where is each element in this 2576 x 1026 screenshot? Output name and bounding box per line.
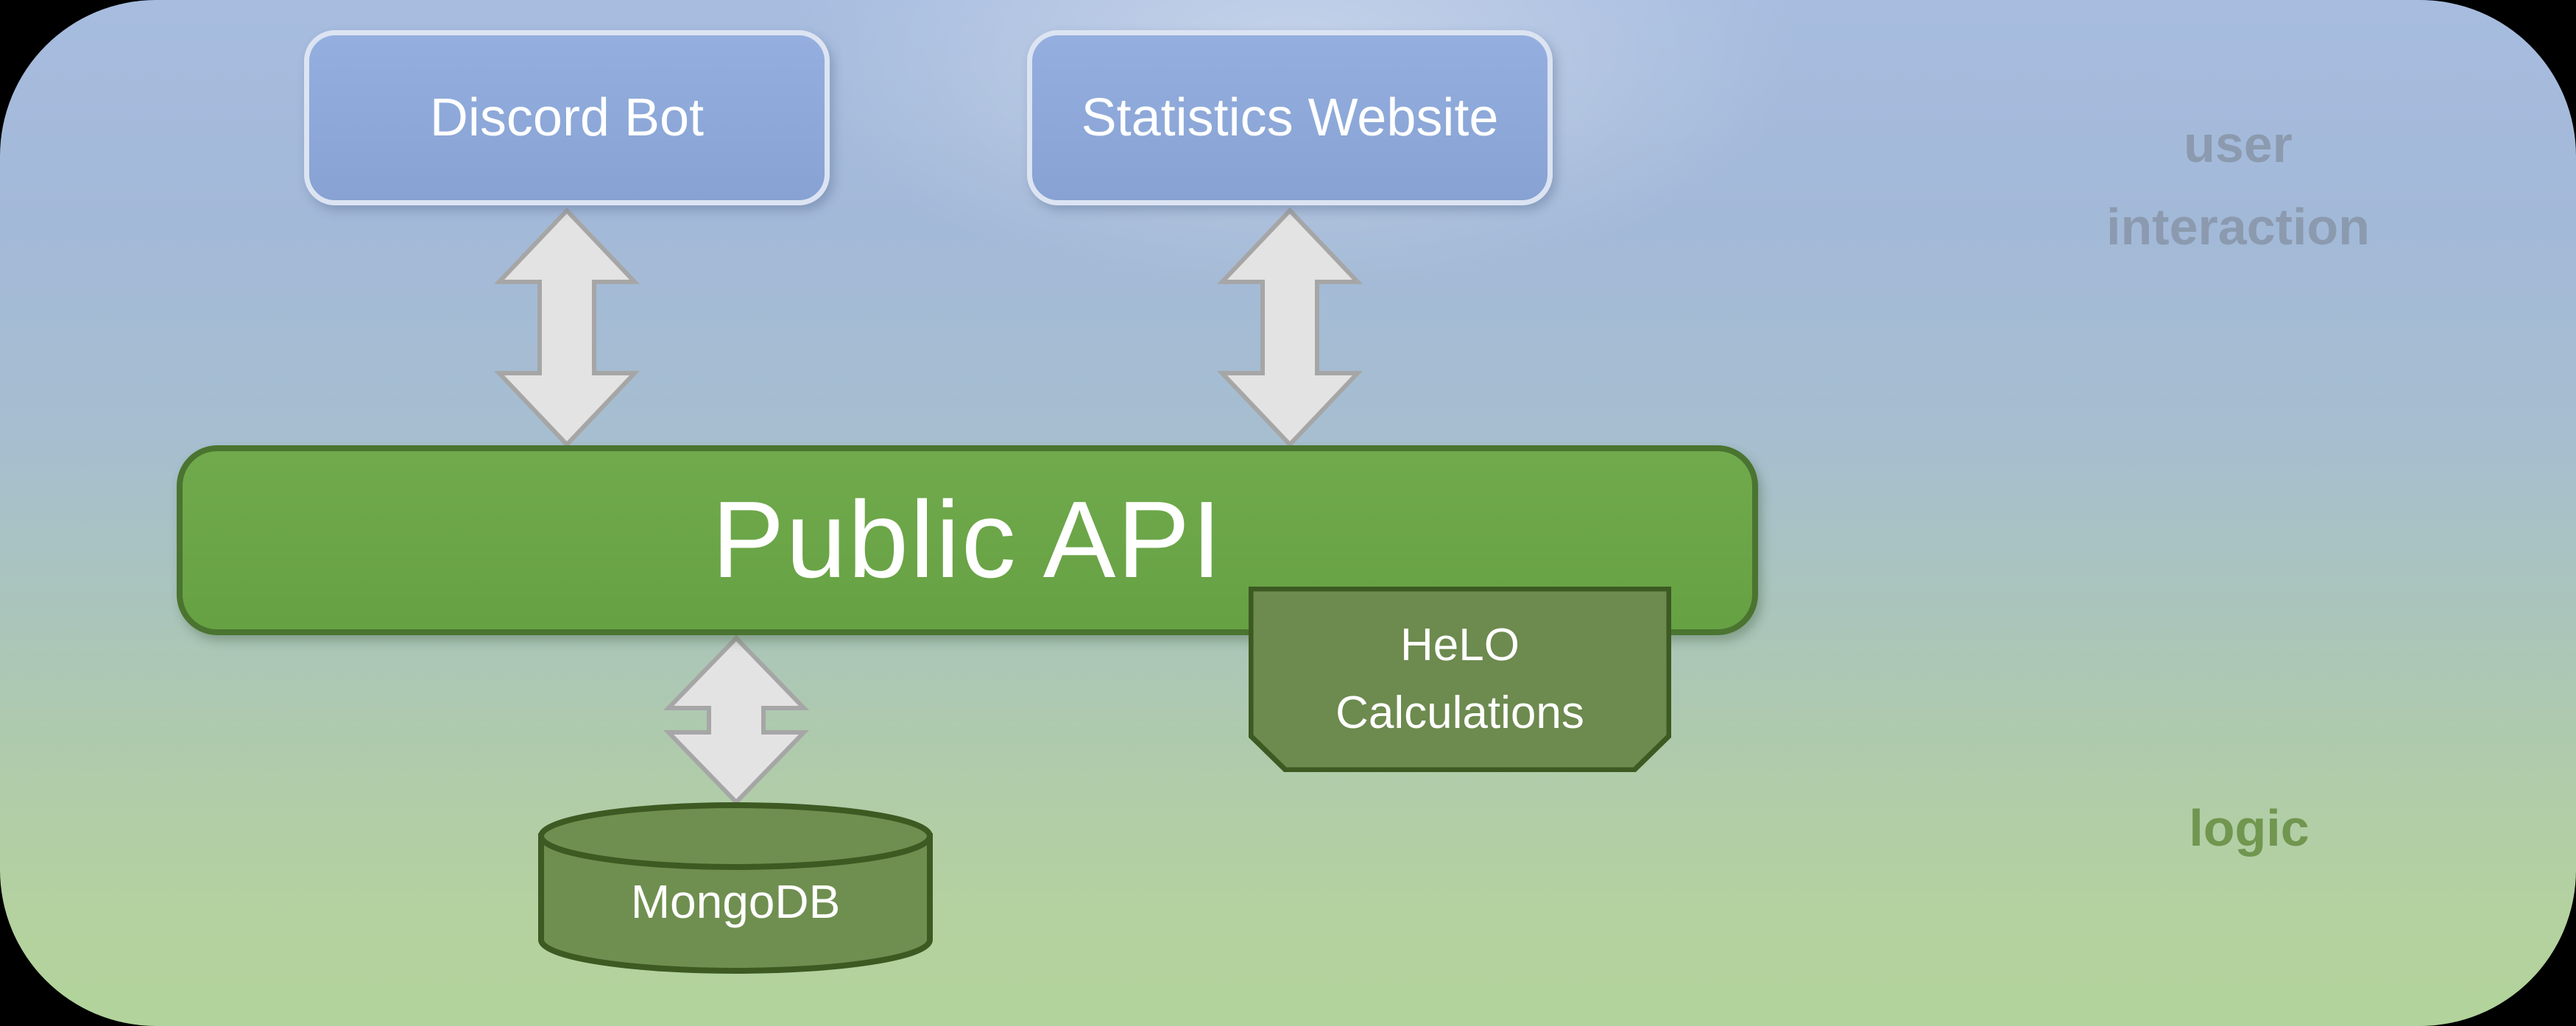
node-mongodb: MongoDB bbox=[536, 801, 935, 977]
node-public-api-label: Public API bbox=[711, 479, 1224, 601]
region-label-user-interaction-line1: user bbox=[2184, 116, 2293, 173]
helo-label-line1: HeLO bbox=[1400, 620, 1520, 671]
node-discord-bot: Discord Bot bbox=[304, 30, 830, 205]
database-cylinder-icon bbox=[538, 802, 933, 974]
node-statistics-website: Statistics Website bbox=[1027, 30, 1553, 205]
double-arrow-discord-api-icon bbox=[494, 207, 640, 448]
node-discord-bot-label: Discord Bot bbox=[429, 88, 705, 147]
node-mongodb-label: MongoDB bbox=[630, 875, 841, 928]
double-arrow-api-mongodb-icon bbox=[663, 634, 810, 806]
double-arrow-stats-api-icon bbox=[1217, 207, 1363, 448]
region-label-user-interaction-line2: interaction bbox=[2106, 198, 2370, 255]
region-label-user-interaction: user interaction bbox=[2069, 103, 2407, 268]
snipped-corner-box-icon bbox=[1249, 587, 1671, 772]
helo-label-line2: Calculations bbox=[1335, 687, 1584, 738]
node-helo-calculations: HeLO Calculations bbox=[1249, 587, 1671, 772]
node-helo-calculations-label: HeLO Calculations bbox=[1249, 587, 1671, 772]
region-label-logic: logic bbox=[2189, 799, 2309, 857]
node-statistics-website-label: Statistics Website bbox=[1081, 88, 1499, 147]
